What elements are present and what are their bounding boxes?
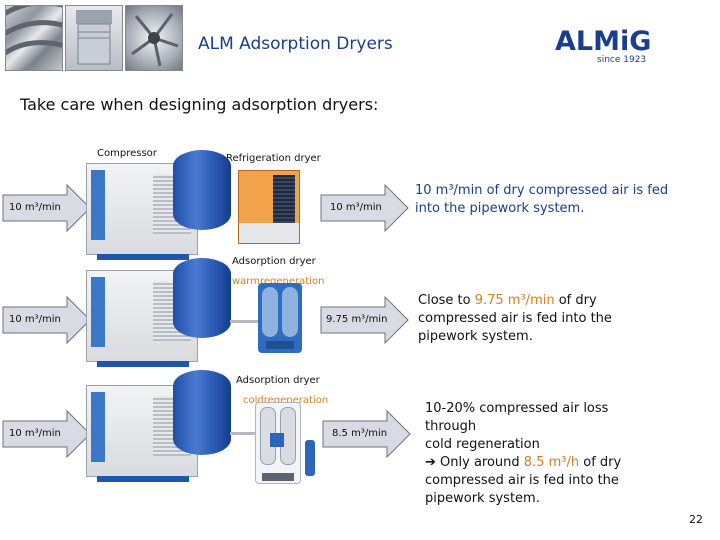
row-1-description: 10 m³/min of dry compressed air is fed i…	[415, 183, 669, 216]
receiver-tank-2	[173, 258, 231, 338]
input-flow-3: 10 m³/min	[9, 428, 61, 439]
refrigeration-dryer	[238, 170, 300, 244]
row-2-description: Close to 9.75 m³/min of dry compressed a…	[418, 293, 612, 344]
logo-tagline: since 1923	[597, 55, 647, 65]
adsorption-dryer-label-1: Adsorption dryer	[232, 256, 316, 267]
pipe-2	[230, 320, 260, 323]
input-flow-1: 10 m³/min	[9, 202, 61, 213]
pipe-3	[230, 432, 260, 435]
output-flow-1: 10 m³/min	[330, 202, 382, 213]
header-image-screw-rotor	[5, 5, 63, 71]
slide-subtitle: Take care when designing adsorption drye…	[20, 95, 379, 114]
row-3-description: 10-20% compressed air loss through cold …	[425, 401, 622, 506]
output-arrow-1	[320, 183, 409, 233]
refrigeration-dryer-label: Refrigeration dryer	[226, 153, 321, 164]
page-title: ALM Adsorption Dryers	[198, 34, 393, 54]
receiver-tank-1	[173, 150, 231, 230]
output-flow-2: 9.75 m³/min	[326, 314, 388, 325]
almig-logo: ALMiG since 1923	[555, 26, 675, 66]
input-arrow-1	[2, 183, 91, 233]
adsorption-dryer-warm	[258, 283, 302, 353]
page-number: 22	[689, 513, 703, 526]
output-arrow-3	[322, 409, 411, 459]
logo-wordmark: ALMiG	[555, 26, 652, 57]
input-arrow-2	[2, 295, 91, 345]
compressor-label: Compressor	[97, 148, 157, 159]
adsorption-dryer-cold	[255, 402, 301, 484]
warm-regeneration-label: warmregeneration	[232, 276, 325, 287]
input-flow-2: 10 m³/min	[9, 314, 61, 325]
output-flow-3: 8.5 m³/min	[332, 428, 388, 439]
cold-regeneration-label: coldregeneration	[243, 395, 329, 406]
header-image-piston	[65, 5, 123, 71]
input-arrow-3	[2, 409, 91, 459]
receiver-tank-3	[173, 370, 231, 455]
header-image-turbine	[125, 5, 183, 71]
output-arrow-2	[320, 295, 409, 345]
arrow-right-icon: ➔	[425, 455, 436, 470]
filter-cold	[305, 440, 315, 476]
adsorption-dryer-label-2: Adsorption dryer	[236, 375, 320, 386]
